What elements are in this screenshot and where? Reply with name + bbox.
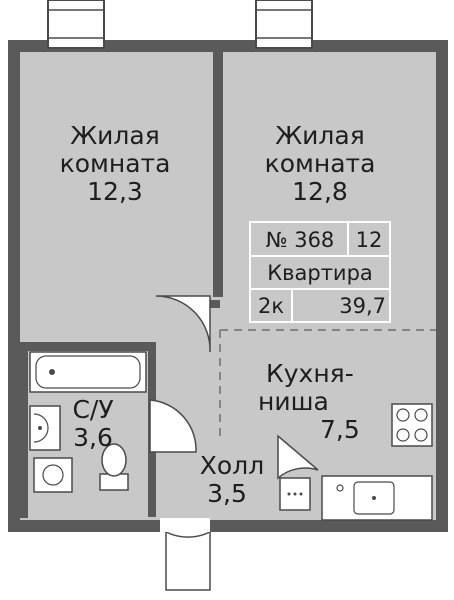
door-swing-icon: [165, 530, 211, 591]
apartment-type-label: Квартира: [267, 261, 373, 285]
room-area: 3,5: [207, 479, 247, 508]
door-swing-icon: [277, 434, 319, 480]
apartment-info-table: [249, 221, 391, 323]
room-name: Жилая: [275, 121, 365, 150]
door-swing-icon: [149, 399, 197, 453]
room-label-bathroom: С/У 3,6: [58, 396, 128, 452]
apartment-floor: 12: [355, 228, 383, 252]
room-label-living-2: Жилая комната 12,8: [245, 122, 395, 206]
room-name: Холл: [199, 451, 265, 480]
room-name: комната: [59, 149, 171, 178]
kitchen-sink-icon: [321, 475, 433, 521]
room-area: 7,5: [320, 415, 360, 444]
room-label-living-1: Жилая комната 12,3: [40, 122, 190, 206]
electrical-panel-icon: [279, 477, 311, 511]
room-name: ниша: [258, 387, 329, 416]
room-area: 12,3: [87, 177, 143, 206]
entrance-door: [160, 518, 210, 532]
room-area: 12,8: [292, 177, 348, 206]
bathtub-icon: [29, 351, 147, 393]
room-area: 3,6: [73, 423, 113, 452]
toilet-icon: [99, 443, 129, 491]
sink-icon: [29, 405, 61, 451]
outer-walls: [8, 40, 448, 532]
room-label-hall: Холл 3,5: [190, 452, 274, 508]
room-name: Жилая: [70, 121, 160, 150]
apartment-rooms-count: 2к: [257, 294, 285, 318]
room-label-kitchen: Кухня- ниша 7,5: [248, 359, 360, 444]
room-name: комната: [264, 149, 376, 178]
apartment-total-area: 39,7: [339, 294, 386, 318]
apartment-number: № 368: [265, 228, 335, 252]
room-name: С/У: [72, 395, 114, 424]
washing-machine-icon: [33, 457, 73, 493]
stove-icon: [391, 403, 433, 447]
window-icon: [47, 0, 105, 49]
window-icon: [255, 0, 313, 49]
room-name: Кухня-: [266, 359, 354, 388]
door-swing-icon: [155, 295, 211, 353]
